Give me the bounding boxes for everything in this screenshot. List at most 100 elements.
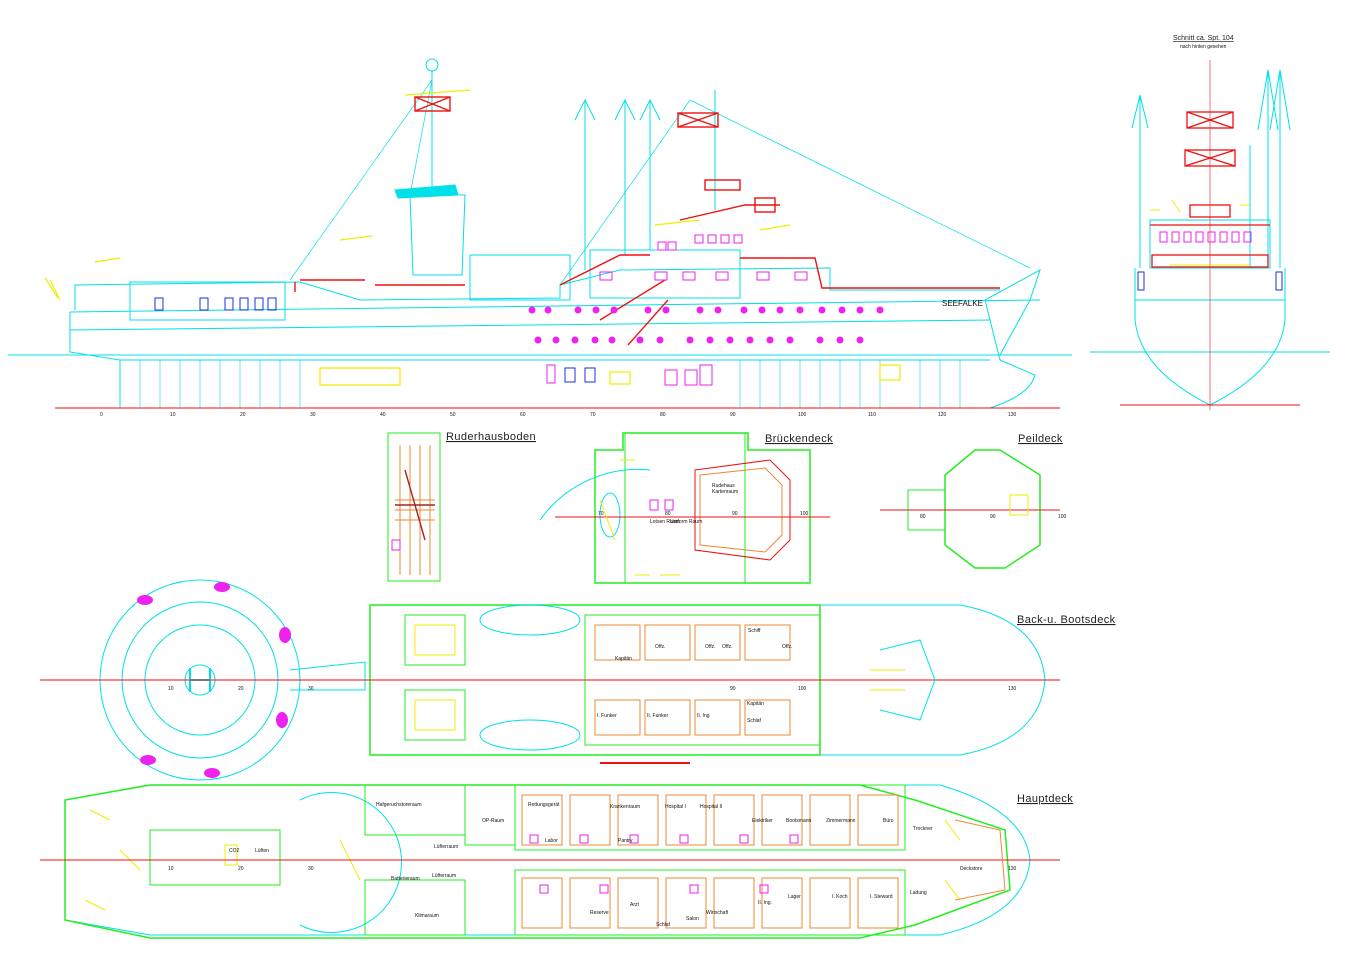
room-label: I. Funker [597, 713, 617, 719]
deck-title-hauptdeck: Hauptdeck [1017, 793, 1073, 805]
frame-label: 90 [730, 686, 736, 692]
section-subtitle: nach hinten gesehen [1180, 44, 1227, 50]
porthole-row [528, 306, 884, 344]
room-label: Hafgeruchstoreraum [376, 802, 422, 808]
frame-label: 50 [450, 412, 456, 418]
frame-label: 20 [238, 866, 244, 872]
deck-title-brueckendeck: Brückendeck [765, 433, 833, 445]
room-label: Lüften [255, 848, 269, 854]
brueckendeck-plan [539, 432, 830, 584]
boat-deck-rooms: Offz. Offz. Schiff Offz. Offz. Kapitän I… [597, 628, 792, 724]
section-title: Schnitt ca. Spt. 104 [1173, 35, 1234, 42]
room-label: Elektriker [752, 818, 773, 824]
frame-label: 10 [168, 686, 174, 692]
room-label: OP-Raum [482, 818, 504, 824]
frame-label: 10 [168, 866, 174, 872]
frame-label: 130 [1008, 686, 1017, 692]
room-label: Hospital I [665, 804, 686, 810]
frame-label: 80 [665, 511, 671, 517]
deck-title-back-bootsdeck: Back-u. Bootsdeck [1017, 614, 1116, 626]
bridge-rooms: Rudehaus Kartenraum Lotsen Raum Uniform … [650, 483, 738, 525]
room-label: Kartenraum [712, 489, 738, 495]
room-label: Offz. [705, 644, 715, 650]
frame-label: 30 [310, 412, 316, 418]
room-label: Klimaraum [415, 913, 439, 919]
frame-label: 120 [938, 412, 947, 418]
room-label: Hospital II [700, 804, 722, 810]
frame-label: 80 [920, 514, 926, 520]
room-label: II. Ing [697, 713, 710, 719]
room-label: Lüfterraum [434, 844, 458, 850]
hauptdeck-plan [40, 784, 1060, 939]
room-label: Lager [788, 894, 801, 900]
frame-label: 100 [800, 511, 809, 517]
room-label: Lüfterraum [432, 873, 456, 879]
peildeck-plan [880, 449, 1060, 569]
room-label: Salon [686, 916, 699, 922]
frame-label: 40 [380, 412, 386, 418]
room-label: Rudehaus [712, 483, 735, 489]
frame-label: 130 [1008, 866, 1017, 872]
room-label: Ladung [910, 890, 927, 896]
frame-label: 90 [990, 514, 996, 520]
room-label: Krankenraum [610, 804, 640, 810]
frame-label: 10 [170, 412, 176, 418]
room-label: II. Ing. [758, 900, 772, 906]
ship-name: SEEFALKE [942, 299, 983, 308]
room-label: Schlaf [747, 718, 762, 724]
room-label: Offz. [782, 644, 792, 650]
room-label: CO2 [229, 848, 240, 854]
deck-title-peildeck: Peildeck [1018, 433, 1063, 445]
room-label: Kapitän [747, 701, 764, 707]
frame-label: 70 [598, 511, 604, 517]
room-label: Büro [883, 818, 894, 824]
side-profile [8, 58, 1072, 409]
room-label: II. Funker [647, 713, 668, 719]
frame-label: 90 [730, 412, 736, 418]
frame-label: 110 [868, 412, 876, 418]
ruderhausboden-plan [387, 432, 441, 582]
room-label: Uniform Raum [670, 519, 702, 525]
frame-label: 30 [308, 686, 314, 692]
room-label: Rettungsgerät [528, 802, 560, 808]
main-frame-scale: 10 20 30 130 [168, 866, 1017, 872]
room-label: Labor [545, 838, 558, 844]
room-label: Offz. [722, 644, 732, 650]
room-label: Schlaf [656, 922, 671, 928]
room-label: Schiff [748, 628, 761, 634]
room-label: Kapitän [615, 656, 632, 662]
room-label: Deckstore [960, 866, 983, 872]
boat-frame-scale: 10 20 30 90 100 130 [168, 686, 1017, 692]
room-label: Offz. [655, 644, 665, 650]
room-label: Batterieraum [391, 876, 420, 882]
room-label: Trockner [913, 826, 933, 832]
frame-label: 100 [798, 686, 807, 692]
frame-label: 60 [520, 412, 526, 418]
frame-label: 30 [308, 866, 314, 872]
frame-label: 130 [1008, 412, 1017, 418]
room-label: Reserve [590, 910, 609, 916]
room-label: Wirtschaft [706, 910, 729, 916]
room-label: Pantry [618, 838, 633, 844]
room-label: Zimmermann [826, 818, 856, 824]
frame-label: 20 [238, 686, 244, 692]
profile-frame-scale: 0 10 20 30 40 50 60 70 80 90 100 110 120… [100, 412, 1017, 418]
back-bootsdeck-plan [40, 579, 1060, 781]
main-deck-rooms: Hafgeruchstoreraum Rettungsgerät Kranken… [229, 802, 983, 928]
bridge-frame-scale: 70 80 90 100 [598, 511, 809, 517]
deck-title-ruderhausboden: Ruderhausboden [446, 431, 536, 443]
room-label: Bootsmann [786, 818, 812, 824]
frame-label: 100 [798, 412, 807, 418]
frame-label: 80 [660, 412, 666, 418]
cross-section [1090, 60, 1330, 410]
frame-label: 20 [240, 412, 246, 418]
frame-label: 0 [100, 412, 103, 418]
frame-label: 90 [732, 511, 738, 517]
frame-label: 70 [590, 412, 596, 418]
room-label: I. Koch [832, 894, 848, 900]
room-label: Lotsen Raum [650, 519, 680, 525]
room-label: Arzt [630, 902, 640, 908]
peil-frame-scale: 80 90 100 [920, 514, 1067, 520]
frame-label: 100 [1058, 514, 1067, 520]
